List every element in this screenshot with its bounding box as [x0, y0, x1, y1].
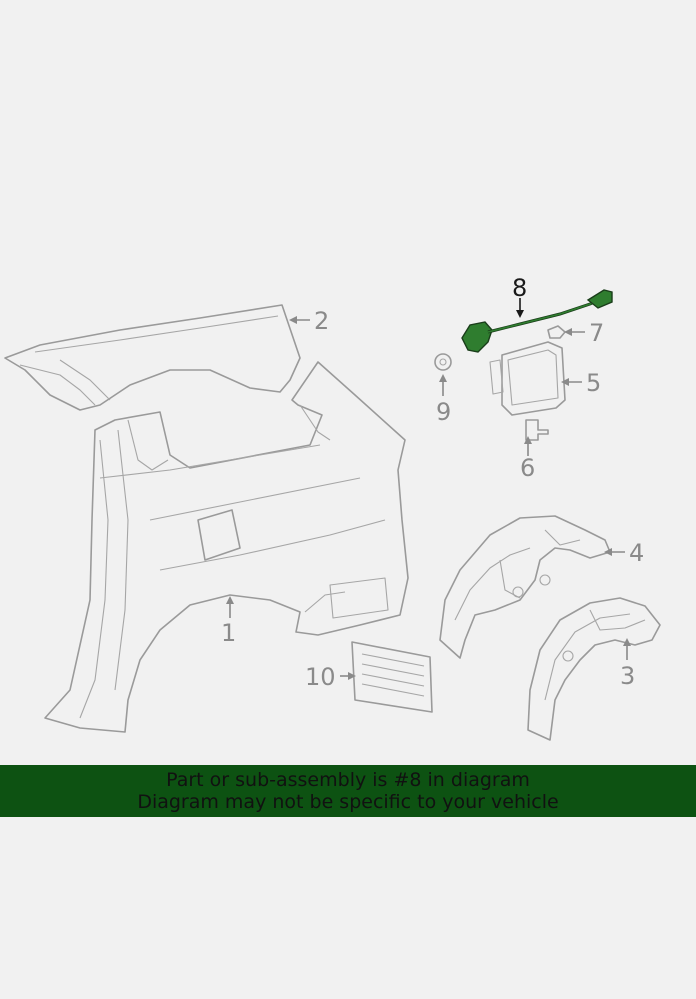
callout-2: 2: [314, 307, 329, 335]
part-1-quarter-panel: [44, 361, 409, 733]
leader-arrows: [226, 298, 631, 680]
info-banner: Part or sub-assembly is #8 in diagram Di…: [0, 765, 696, 817]
callout-5: 5: [586, 369, 601, 397]
callout-1: 1: [221, 619, 236, 647]
banner-part-note: Part or sub-assembly is #8 in diagram: [166, 769, 530, 791]
banner-disclaimer: Diagram may not be specific to your vehi…: [137, 791, 559, 813]
part-4-wheelhouse-liner: [439, 515, 611, 659]
part-3-splash-shield: [527, 597, 661, 741]
part-5-fuel-door: [489, 341, 566, 416]
part-6-bolt: [525, 419, 549, 441]
callout-3: 3: [620, 662, 635, 690]
callout-6: 6: [520, 454, 535, 482]
part-10-vent-grille: [351, 641, 433, 713]
part-2-upper-rail: [4, 304, 301, 411]
part-9-grommet: [434, 353, 452, 371]
callout-9: 9: [436, 398, 451, 426]
callout-10: 10: [305, 663, 336, 691]
callout-8: 8: [512, 274, 527, 302]
callout-7: 7: [589, 319, 604, 347]
part-7-clip: [547, 325, 566, 339]
part-8-fuel-door-actuator: [461, 289, 613, 353]
callout-4: 4: [629, 539, 644, 567]
